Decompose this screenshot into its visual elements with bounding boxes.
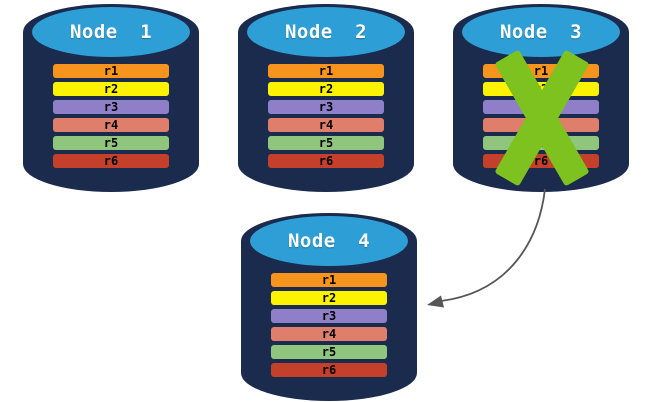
replica-label: r6 (321, 363, 337, 377)
node-4-replica-r1: r1 (271, 273, 387, 287)
node-2-replica-r5: r5 (268, 136, 384, 150)
node-2: Node 2 r1 r2 r3 r4 r5 r6 (238, 4, 414, 192)
node-3-replica-r5: r5 (483, 136, 599, 150)
node-3-replica-r6: r6 (483, 154, 599, 168)
replica-label: r5 (103, 136, 119, 150)
replica-label: r4 (533, 118, 549, 132)
replica-label: r6 (533, 154, 549, 168)
replica-label: r4 (318, 118, 334, 132)
node-1-cylinder-top: Node 1 (32, 7, 190, 57)
node-1-replica-r4: r4 (53, 118, 169, 132)
replica-label: r1 (103, 64, 119, 78)
node-2-replica-r6: r6 (268, 154, 384, 168)
replica-label: r3 (321, 309, 337, 323)
replica-label: r3 (533, 100, 549, 114)
replica-label: r1 (318, 64, 334, 78)
node-2-title: Node 2 (284, 21, 368, 43)
replica-label: r5 (318, 136, 334, 150)
node-3-replica-r4: r4 (483, 118, 599, 132)
node-2-cylinder-top: Node 2 (247, 7, 405, 57)
replica-label: r1 (533, 64, 549, 78)
node-4-replica-r5: r5 (271, 345, 387, 359)
node-3: Node 3 r1 r2 r3 r4 r5 r6 (453, 4, 629, 192)
node-4-title: Node 4 (287, 230, 371, 252)
node-2-replica-r1: r1 (268, 64, 384, 78)
replica-label: r1 (321, 273, 337, 287)
replica-label: r2 (103, 82, 119, 96)
replica-label: r2 (321, 291, 337, 305)
node-4: Node 4 r1 r2 r3 r4 r5 r6 (241, 213, 417, 401)
node-2-replica-r3: r3 (268, 100, 384, 114)
node-1-replica-r6: r6 (53, 154, 169, 168)
replica-label: r4 (103, 118, 119, 132)
node-4-replica-list: r1 r2 r3 r4 r5 r6 (271, 273, 387, 377)
node-1-title: Node 1 (69, 21, 153, 43)
node-4-cylinder-top: Node 4 (250, 216, 408, 266)
replica-label: r6 (318, 154, 334, 168)
node-4-replica-r6: r6 (271, 363, 387, 377)
node-1-replica-r1: r1 (53, 64, 169, 78)
replica-label: r2 (533, 82, 549, 96)
replica-label: r6 (103, 154, 119, 168)
node-1-replica-r2: r2 (53, 82, 169, 96)
arrowhead-icon (427, 295, 444, 308)
node-1: Node 1 r1 r2 r3 r4 r5 r6 (23, 4, 199, 192)
replica-label: r3 (318, 100, 334, 114)
node-4-replica-r2: r2 (271, 291, 387, 305)
node-3-title: Node 3 (499, 21, 583, 43)
arrow-path (440, 188, 546, 302)
node-4-replica-r3: r3 (271, 309, 387, 323)
node-3-replica-r2: r2 (483, 82, 599, 96)
node-1-replica-r5: r5 (53, 136, 169, 150)
node-2-replica-r2: r2 (268, 82, 384, 96)
node-2-replica-r4: r4 (268, 118, 384, 132)
node-2-replica-list: r1 r2 r3 r4 r5 r6 (268, 64, 384, 168)
node-3-replica-r1: r1 (483, 64, 599, 78)
replica-label: r2 (318, 82, 334, 96)
node-3-cylinder-top: Node 3 (462, 7, 620, 57)
node-3-replica-r3: r3 (483, 100, 599, 114)
node-4-replica-r4: r4 (271, 327, 387, 341)
node-1-replica-list: r1 r2 r3 r4 r5 r6 (53, 64, 169, 168)
node-3-replica-list: r1 r2 r3 r4 r5 r6 (483, 64, 599, 168)
replica-label: r4 (321, 327, 337, 341)
replica-label: r5 (321, 345, 337, 359)
replica-label: r3 (103, 100, 119, 114)
node-1-replica-r3: r3 (53, 100, 169, 114)
replica-label: r5 (533, 136, 549, 150)
